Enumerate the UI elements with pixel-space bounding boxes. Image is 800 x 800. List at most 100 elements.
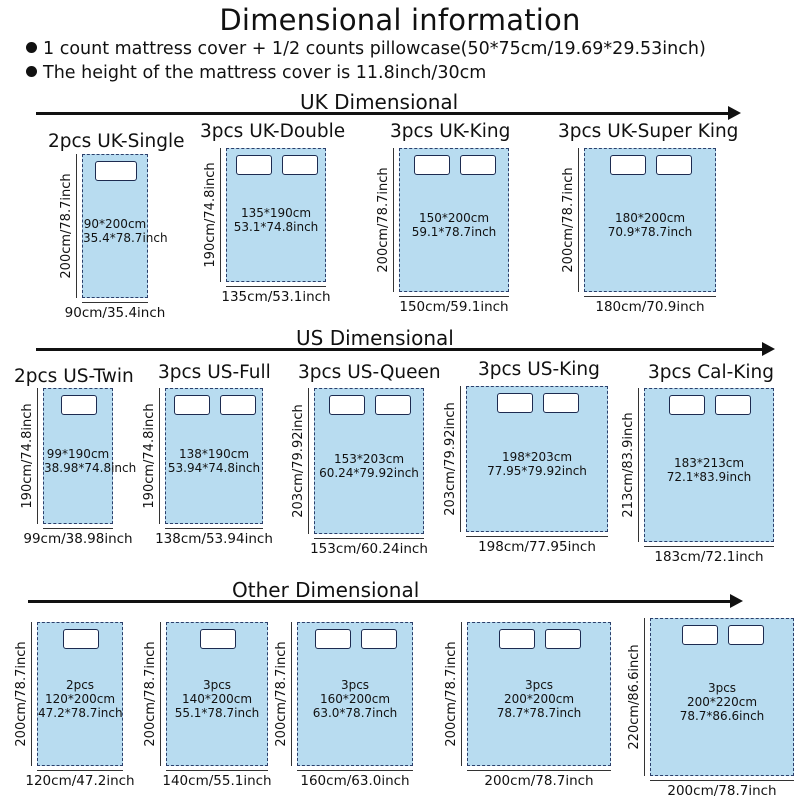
arrow-icon [730, 594, 743, 608]
size-text: 2pcs [65, 678, 95, 692]
size-text: 200*200cm [503, 692, 575, 706]
height-dimension-line [159, 388, 160, 524]
section-title: Other Dimensional [232, 578, 420, 602]
size-title: 3pcs US-Queen [298, 362, 441, 383]
height-label: 200cm/78.7inch [59, 173, 74, 279]
size-text: 200*220cm [686, 695, 758, 709]
section-divider-arrow [36, 348, 762, 351]
height-label: 200cm/78.7inch [444, 641, 459, 747]
size-title: 3pcs US-Full [158, 362, 271, 383]
section-divider-arrow [28, 600, 730, 603]
pillow-icon [200, 629, 236, 649]
height-dimension-line [220, 148, 221, 282]
height-dimension-line [160, 622, 161, 766]
pillow-icon [414, 155, 450, 175]
size-title: 3pcs Cal-King [648, 362, 775, 383]
width-label: 138cm/53.94inch [155, 531, 273, 547]
size-text: 70.9*78.7inch [607, 225, 693, 239]
size-text: 72.1*83.9inch [666, 470, 752, 484]
size-title: 3pcs US-King [478, 359, 600, 380]
pillow-icon [682, 625, 718, 645]
width-dimension-line [584, 296, 716, 297]
size-text: 138*190cm [178, 447, 250, 461]
size-text: 53.1*74.8inch [233, 220, 319, 234]
width-label: 150cm/59.1inch [399, 299, 509, 315]
size-text: 38.98*74.8inch [44, 461, 137, 475]
width-label: 200cm/78.7inch [667, 783, 777, 799]
arrow-icon [728, 106, 741, 120]
size-text: 153*203cm [333, 452, 405, 466]
width-dimension-line [466, 536, 608, 537]
section-title: US Dimensional [296, 326, 454, 350]
height-label: 200cm/78.7inch [274, 641, 289, 747]
width-dimension-line [297, 770, 413, 771]
height-dimension-line [76, 154, 77, 298]
pillow-icon [715, 395, 751, 415]
size-text: 3pcs [340, 678, 370, 692]
size-title: 3pcs UK-Super King [558, 121, 739, 142]
width-dimension-line [82, 302, 148, 303]
pillow-icon [329, 395, 365, 415]
size-text: 53.94*74.8inch [167, 461, 261, 475]
pillow-icon [236, 155, 272, 175]
pillow-icon [497, 393, 533, 413]
width-label: 153cm/60.24inch [310, 541, 428, 557]
bullet-icon [26, 42, 37, 53]
height-dimension-line [638, 388, 639, 542]
pillow-icon [220, 395, 256, 415]
height-dimension-line [31, 622, 32, 766]
width-label: 99cm/38.98inch [23, 531, 133, 547]
width-label: 135cm/53.1inch [221, 289, 331, 305]
width-label: 180cm/70.9inch [595, 299, 705, 315]
pillow-icon [63, 629, 99, 649]
size-text: 135*190cm [240, 206, 312, 220]
width-label: 200cm/78.7inch [484, 773, 594, 789]
height-label: 190cm/74.8inch [142, 403, 157, 509]
height-dimension-line [460, 386, 461, 532]
size-text: 198*203cm [501, 450, 573, 464]
size-text: 60.24*79.92inch [319, 466, 419, 480]
pillow-icon [315, 629, 351, 649]
width-dimension-line [314, 538, 424, 539]
width-dimension-line [467, 770, 611, 771]
height-label: 190cm/74.8inch [20, 403, 35, 509]
pillow-icon [282, 155, 318, 175]
pillow-icon [543, 393, 579, 413]
pillow-icon [545, 629, 581, 649]
bullet-icon [26, 66, 37, 77]
width-dimension-line [650, 780, 794, 781]
size-title: 3pcs UK-Double [200, 121, 346, 142]
size-text: 59.1*78.7inch [411, 225, 497, 239]
pillow-icon [728, 625, 764, 645]
pillow-icon [669, 395, 705, 415]
width-label: 160cm/63.0inch [300, 773, 410, 789]
height-label: 220cm/86.6inch [627, 644, 642, 750]
size-text: 140*200cm [181, 692, 253, 706]
width-dimension-line [644, 546, 774, 547]
width-dimension-line [165, 528, 263, 529]
width-dimension-line [226, 286, 326, 287]
size-text: 3pcs [202, 678, 232, 692]
width-label: 183cm/72.1inch [654, 549, 764, 565]
width-label: 90cm/35.4inch [64, 305, 166, 321]
note-line: 1 count mattress cover + 1/2 counts pill… [26, 38, 706, 60]
pillow-icon [499, 629, 535, 649]
width-label: 198cm/77.95inch [478, 539, 596, 555]
size-title: 2pcs US-Twin [14, 366, 134, 387]
pillow-icon [361, 629, 397, 649]
height-label: 190cm/74.8inch [203, 162, 218, 268]
size-text: 183*213cm [673, 456, 745, 470]
size-text: 35.4*78.7inch [83, 231, 168, 245]
pillow-icon [95, 161, 137, 181]
note-line: The height of the mattress cover is 11.8… [26, 62, 486, 84]
